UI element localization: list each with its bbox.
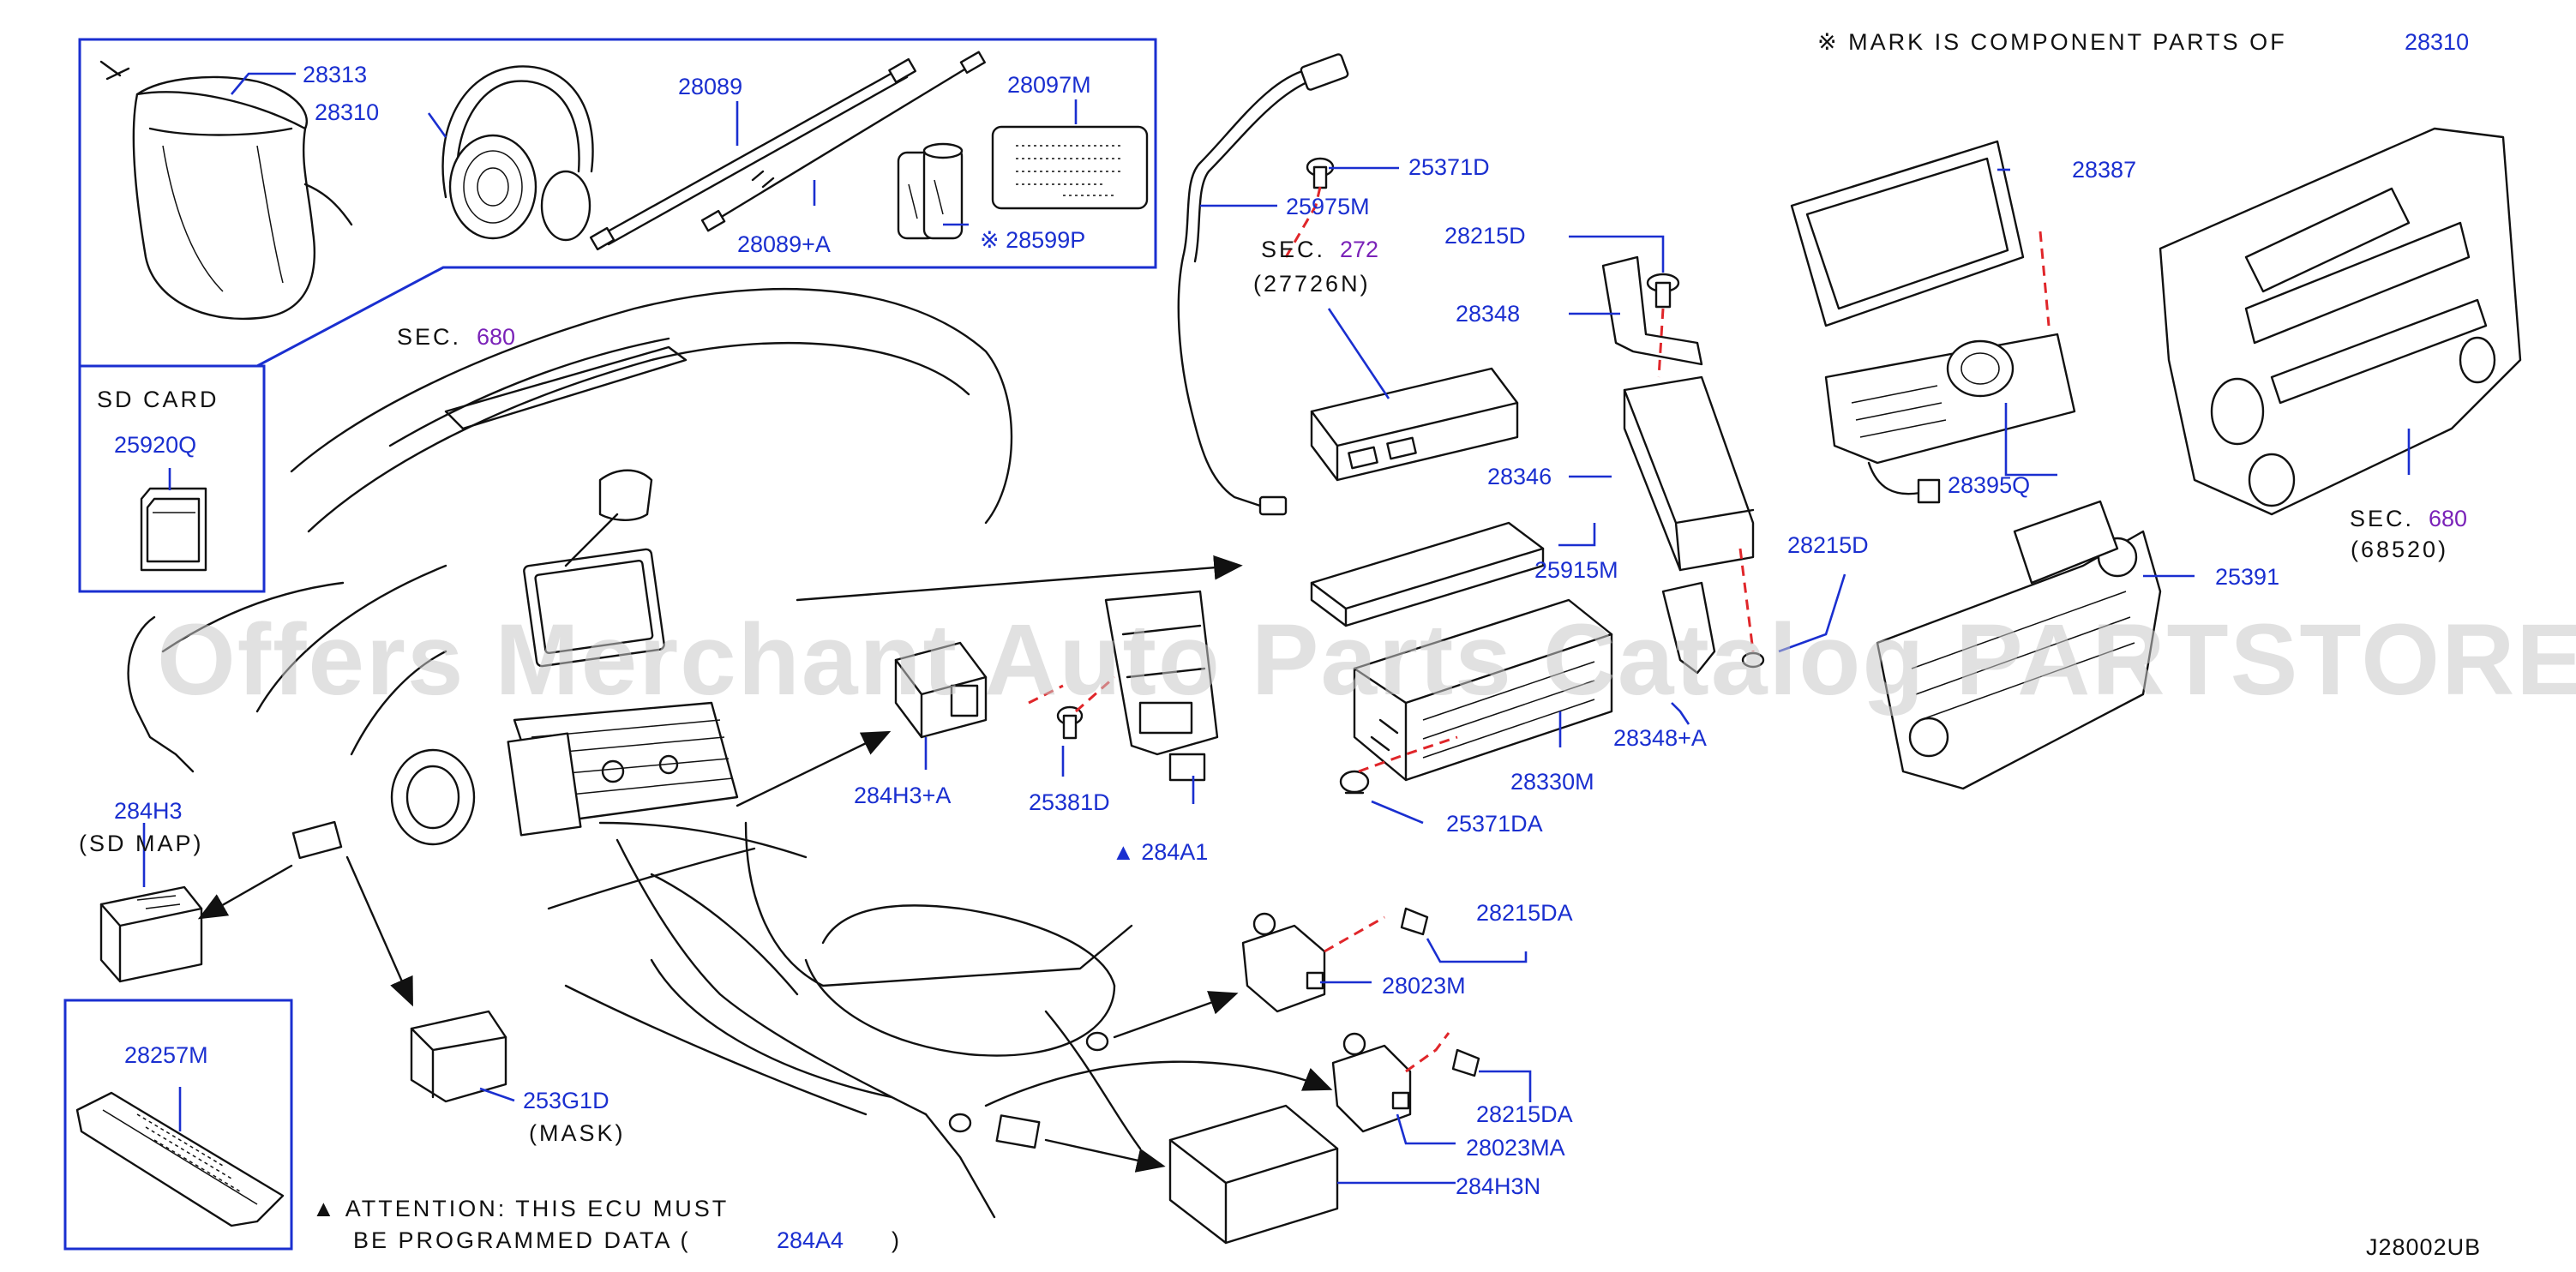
screw-drawings [291,157,1480,1149]
section-680-link[interactable]: 680 [477,324,515,350]
module-28346-box-drawing [1623,375,1755,572]
attention-note-line1: ▲ ATTENTION: THIS ECU MUST [312,1196,729,1221]
part-28330m-link[interactable]: 28330M [1510,769,1594,795]
part-28089-link[interactable]: 28089 [678,74,742,99]
part-28313-link[interactable]: 28313 [303,62,367,87]
headphone-pouch-drawing [99,60,353,321]
module-284h3-drawing [99,885,203,983]
section-272-link[interactable]: 272 [1340,237,1378,262]
part-284h3n-link[interactable]: 284H3N [1456,1173,1540,1199]
remote-control-drawing [75,1091,285,1227]
diagram-code: J28002UB [2366,1234,2481,1260]
part-284h3-link[interactable]: 284H3 [114,798,183,824]
headphone-cables-drawing [589,51,986,251]
part-28023ma-link[interactable]: 28023MA [1466,1135,1565,1161]
part-25915m-link[interactable]: 25915M [1534,557,1618,583]
camera-module-28023m-drawing [1241,912,1326,1013]
leader-lines [142,72,2411,1185]
module-284h3n-drawing [1168,1104,1339,1245]
part-28097m-link[interactable]: 28097M [1007,72,1091,98]
dashboard-console-drawing [127,287,1142,1219]
mask-253g1d-drawing [410,1010,507,1103]
mark-note-part-link[interactable]: 28310 [2405,29,2469,55]
sd-card-label: SD CARD [97,387,219,412]
section-680-right-prefix: SEC. [2350,506,2414,531]
module-28346-drawing [1310,367,1519,482]
part-28215d-top-link[interactable]: 28215D [1444,223,1526,249]
part-25920q-link[interactable]: 25920Q [114,432,196,458]
part-25371d-link[interactable]: 25371D [1408,154,1490,180]
section-680-right-link[interactable]: 680 [2429,506,2467,531]
part-25391-link[interactable]: 25391 [2215,564,2279,590]
faceplate-drawing [2159,127,2522,516]
part-25381d-link[interactable]: 25381D [1029,789,1110,815]
alignment-dashed-lines [1028,186,2051,1073]
part-28395q-link[interactable]: 28395Q [1948,472,2030,498]
section-680-right-ref: (68520) [2351,537,2448,562]
part-28215da-1-link[interactable]: 28215DA [1476,900,1573,926]
switch-panel-25391-drawing [1876,500,2162,790]
display-28387-drawing [1790,140,2025,327]
mark-note-text: ※ MARK IS COMPONENT PARTS OF [1817,29,2287,55]
sd-card-drawing [140,487,207,572]
section-272-prefix: SEC. [1261,237,1325,262]
part-28089a-link[interactable]: 28089+A [737,231,831,257]
part-28215da-2-link[interactable]: 28215DA [1476,1101,1573,1127]
bracket-28348a-drawing [1661,581,1765,675]
remote-inset-box [63,999,293,1251]
part-284a1-link[interactable]: ▲ 284A1 [1112,839,1208,865]
antenna-harness-drawing [1177,53,1349,516]
part-253g1d-note: (MASK) [529,1120,626,1146]
tray-25915m-drawing [1310,521,1545,627]
section-272-ref: (27726N) [1253,271,1371,297]
unit-28330m-drawing [1353,598,1613,782]
part-28023m-link[interactable]: 28023M [1382,973,1466,999]
part-284h3a-link[interactable]: 284H3+A [854,783,951,808]
part-284h3-note: (SD MAP) [79,831,204,856]
part-28257m-link[interactable]: 28257M [124,1042,208,1068]
label-card-drawing [991,125,1149,210]
camera-module-28023ma-drawing [1331,1032,1412,1133]
part-28348-link[interactable]: 28348 [1456,301,1520,327]
module-284h3a-drawing [894,641,988,739]
attention-note-line2-suffix: ) [892,1227,902,1253]
headphones-drawing [441,65,594,242]
part-25975m-link[interactable]: 25975M [1286,194,1370,219]
part-28215d-mid-link[interactable]: 28215D [1787,532,1869,558]
part-28310-link[interactable]: 28310 [315,99,379,125]
part-28599p-link[interactable]: ※ 28599P [980,227,1085,253]
part-253g1d-link[interactable]: 253G1D [523,1088,609,1113]
battery-drawing [897,142,964,240]
part-28387-link[interactable]: 28387 [2072,157,2136,183]
part-25371da-link[interactable]: 25371DA [1446,811,1543,837]
accessory-inset-box [78,38,1157,593]
part-28348a-link[interactable]: 28348+A [1613,725,1707,751]
bracket-28348-drawing [1601,255,1703,366]
part-284a4-link[interactable]: 284A4 [777,1227,844,1253]
attention-note-line2-prefix: BE PROGRAMMED DATA ( [353,1227,691,1253]
watermark: Offers Merchant Auto Parts Catalog PARTS… [157,603,2576,717]
control-28395q-drawing [1824,333,2076,504]
module-284a1-drawing [1104,590,1219,782]
direction-arrows [197,555,1333,1173]
part-28346-link[interactable]: 28346 [1487,464,1552,489]
section-680-prefix: SEC. [397,324,461,350]
